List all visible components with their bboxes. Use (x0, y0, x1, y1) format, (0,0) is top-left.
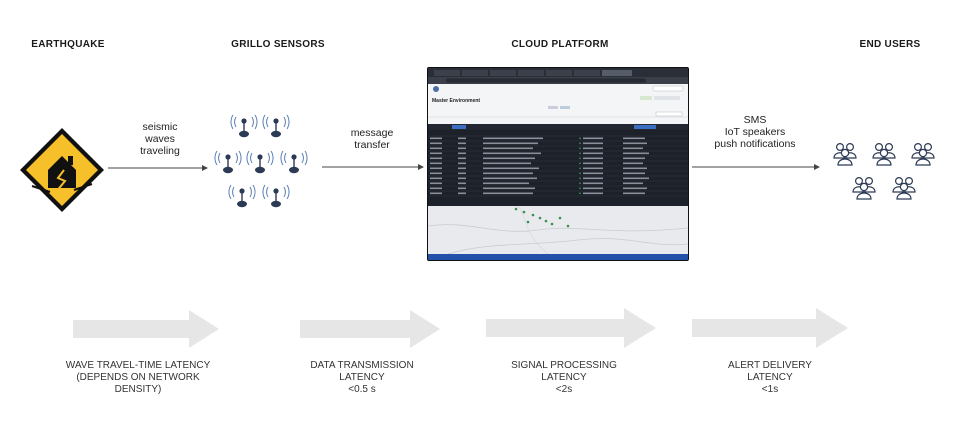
latency-label-line: DENSITY) (114, 384, 162, 395)
arrow-alerts (692, 164, 820, 170)
sensor-icon (230, 114, 258, 138)
latency-arrow-processing (486, 308, 656, 348)
latency-label-line: LATENCY (339, 372, 385, 383)
dashboard-header: Master Environment (428, 84, 688, 124)
latency-arrow-transmission (300, 310, 440, 348)
dashboard-title: Master Environment (432, 98, 481, 104)
sensor-icon (214, 150, 242, 174)
user-group-icon (892, 177, 916, 200)
flow-label-alerts: SMS IoT speakers push notifications (700, 114, 810, 150)
os-taskbar (428, 254, 688, 260)
cloud-platform-screenshot: Master Environment (427, 67, 689, 261)
flow-label-line: push notifications (714, 138, 796, 150)
heading-end-users: END USERS (859, 39, 921, 50)
latency-label-line: WAVE TRAVEL-TIME LATENCY (65, 360, 211, 371)
flow-label-line: SMS (743, 114, 767, 126)
latency-label-processing: SIGNAL PROCESSING LATENCY <2s (500, 360, 628, 396)
flow-label-seismic: seismic waves traveling (128, 121, 192, 157)
latency-label-line: LATENCY (747, 372, 793, 383)
latency-label-line: (DEPENDS ON NETWORK (76, 372, 200, 383)
sensors-cluster (214, 114, 308, 208)
dashboard-map (428, 205, 688, 255)
latency-label-line: <2s (555, 384, 573, 395)
flow-label-line: waves (145, 133, 175, 145)
user-group-icon (872, 143, 896, 166)
browser-address-bar (428, 77, 688, 84)
latency-label-line: <1s (761, 384, 779, 395)
flow-label-message: message transfer (340, 127, 404, 151)
sensor-icon (228, 184, 256, 208)
arrow-seismic (108, 165, 208, 171)
browser-tabs (428, 68, 688, 77)
latency-label-wave: WAVE TRAVEL-TIME LATENCY (DEPENDS ON NET… (48, 360, 228, 396)
sensor-icon (246, 150, 274, 174)
user-group-icon (833, 143, 857, 166)
dashboard-table (428, 124, 688, 206)
latency-arrow-wave (73, 310, 219, 348)
latency-label-line: ALERT DELIVERY (728, 360, 812, 371)
user-group-icon (911, 143, 935, 166)
heading-grillo-sensors: GRILLO SENSORS (231, 39, 325, 50)
sensor-icon (262, 114, 290, 138)
heading-cloud-platform: CLOUD PLATFORM (511, 39, 609, 50)
flow-label-line: IoT speakers (724, 126, 786, 138)
flow-label-line: seismic (142, 121, 178, 133)
flow-label-line: transfer (354, 139, 390, 151)
latency-label-line: SIGNAL PROCESSING (511, 360, 617, 371)
arrow-message (322, 164, 424, 170)
latency-label-line: DATA TRANSMISSION (310, 360, 414, 371)
flow-label-line: message (350, 127, 394, 139)
latency-label-line: <0.5 s (348, 384, 376, 395)
latency-label-delivery: ALERT DELIVERY LATENCY <1s (706, 360, 834, 396)
sensor-icon (280, 150, 308, 174)
latency-label-line: LATENCY (541, 372, 587, 383)
user-group-icon (852, 177, 876, 200)
sensor-icon (262, 184, 290, 208)
heading-earthquake: EARTHQUAKE (31, 39, 105, 50)
flow-label-line: traveling (140, 145, 180, 157)
latency-arrow-delivery (692, 308, 848, 348)
earthquake-warning-icon (20, 128, 104, 212)
latency-label-transmission: DATA TRANSMISSION LATENCY <0.5 s (296, 360, 428, 396)
end-users-cluster (833, 143, 935, 200)
